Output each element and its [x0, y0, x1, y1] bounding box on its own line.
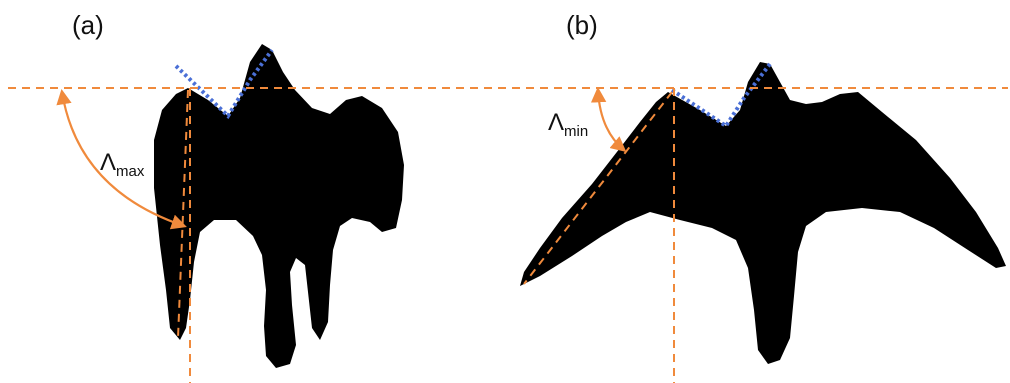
- angle-subscript-max: max: [116, 163, 145, 180]
- angle-arc-b: [590, 86, 627, 152]
- wing-leading-edge-b: [523, 91, 673, 285]
- angle-label-min: Λmin: [548, 109, 588, 140]
- angle-arc-a: [56, 88, 187, 230]
- angle-symbol-min: Λ: [548, 109, 564, 136]
- head-outline-b: [670, 62, 772, 129]
- angle-subscript-min: min: [564, 123, 588, 140]
- angle-label-max: Λmax: [100, 149, 145, 180]
- panel-b: Λmin: [520, 62, 1006, 383]
- panel-label-b: (b): [566, 10, 598, 40]
- silhouette-b: [520, 62, 1006, 364]
- panel-label-a: (a): [72, 10, 104, 40]
- panel-a: Λmax: [56, 44, 404, 383]
- silhouette-a: [154, 44, 404, 368]
- angle-symbol-max: Λ: [100, 149, 116, 176]
- head-outline-a: [174, 48, 274, 120]
